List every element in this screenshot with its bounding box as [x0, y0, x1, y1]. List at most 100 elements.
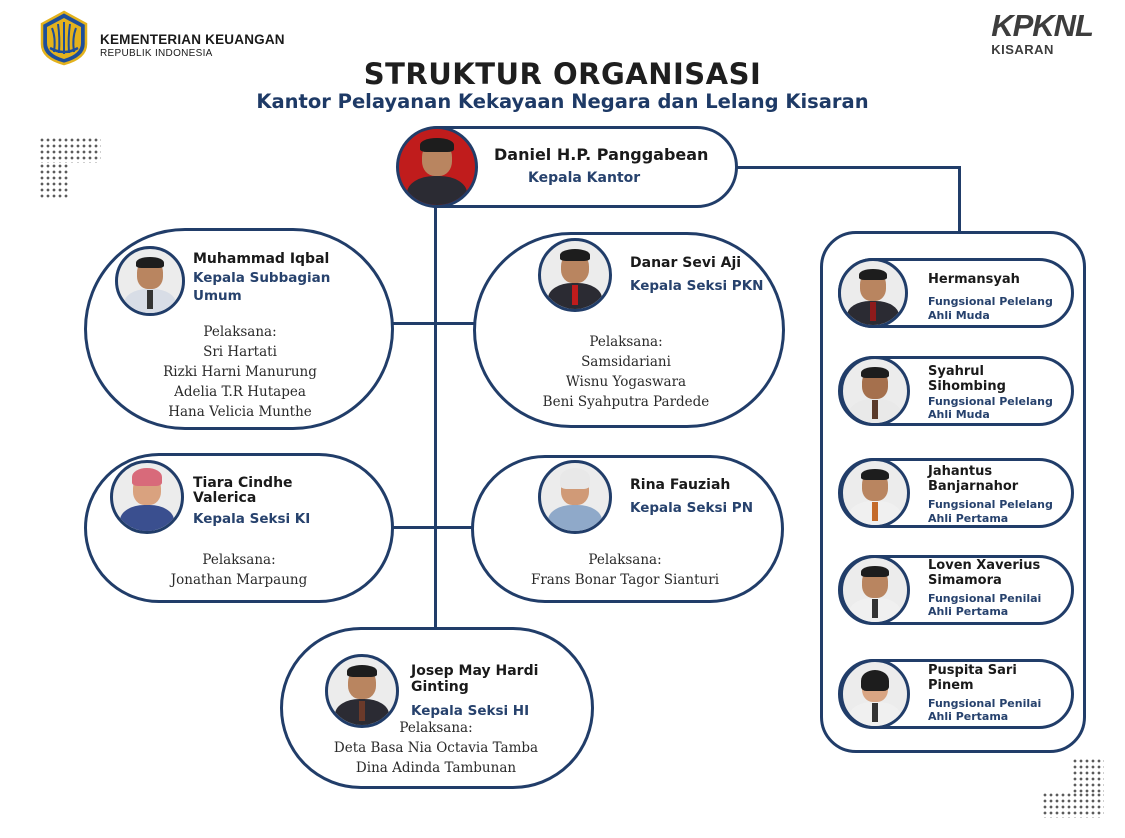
- unit-name-hi-2: Ginting: [411, 679, 469, 695]
- unit-photo-umum-hair: [135, 256, 165, 269]
- staff-item: Jonathan Marpaung: [170, 572, 308, 588]
- unit-role-umum-2: Umum: [193, 288, 242, 304]
- staff-item: Sri Hartati: [203, 344, 277, 360]
- connector-branch-2: [391, 526, 477, 529]
- kpknl-logo-sub: KISARAN: [991, 42, 1054, 57]
- ministry-name: KEMENTERIAN KEUANGAN REPUBLIK INDONESIA: [100, 32, 285, 59]
- dot-pattern-bottom-right-2: [1042, 792, 1104, 818]
- staff-list-pkn: Pelaksana: Samsidariani Wisnu Yogaswara …: [506, 332, 746, 412]
- functional-name: Puspita Sari: [928, 663, 1017, 678]
- functional-photo-hair: [860, 366, 890, 379]
- unit-photo-umum-tie: [147, 289, 153, 310]
- unit-name-ki-1: Tiara Cindhe: [193, 475, 293, 491]
- functional-photo-hair: [860, 669, 890, 692]
- connector-branch-1: [391, 322, 477, 325]
- unit-role-ki: Kepala Seksi KI: [193, 511, 311, 527]
- functional-name: Syahrul: [928, 364, 984, 379]
- functional-photo: [838, 258, 908, 328]
- functional-role: Fungsional Penilai: [928, 592, 1042, 605]
- ministry-line-1: KEMENTERIAN KEUANGAN: [100, 32, 285, 47]
- functional-name: Sihombing: [928, 379, 1006, 394]
- dot-pattern-top-left: [39, 137, 101, 163]
- staff-item: Deta Basa Nia Octavia Tamba: [333, 740, 539, 756]
- unit-photo-hi-tie: [359, 700, 365, 721]
- functional-photo: [840, 659, 910, 729]
- unit-photo-hi: [325, 654, 399, 728]
- unit-card-pkn: [473, 232, 785, 428]
- ministry-line-2: REPUBLIK INDONESIA: [100, 47, 213, 59]
- unit-name-pn: Rina Fauziah: [630, 477, 731, 493]
- staff-item: Dina Adinda Tambunan: [355, 760, 517, 776]
- staff-label: Pelaksana:: [589, 334, 663, 350]
- head-photo-hair: [420, 138, 454, 152]
- staff-list-hi: Pelaksana: Deta Basa Nia Octavia Tamba D…: [316, 718, 556, 778]
- functional-name: Hermansyah: [928, 272, 1020, 287]
- functional-photo-tie: [872, 501, 878, 522]
- unit-name-umum: Muhammad Iqbal: [193, 251, 330, 267]
- head-role: Kepala Kantor: [528, 170, 641, 186]
- functional-photo-tie: [872, 399, 878, 420]
- functional-photo: [840, 555, 910, 625]
- unit-photo-pkn-hair: [560, 249, 590, 262]
- kpknl-logo-text: KPKNL: [991, 8, 1094, 43]
- connector-right-h: [735, 166, 961, 169]
- staff-list-umum: Pelaksana: Sri Hartati Rizki Harni Manur…: [120, 322, 360, 422]
- functional-role: Fungsional Penilai: [928, 697, 1042, 710]
- functional-grade: Ahli Pertama: [928, 512, 1009, 525]
- unit-role-hi: Kepala Seksi HI: [411, 703, 530, 719]
- ministry-emblem-icon: [36, 10, 92, 66]
- unit-name-ki-2: Valerica: [193, 490, 257, 506]
- staff-item: Samsidariani: [581, 354, 671, 370]
- head-photo: [396, 126, 478, 208]
- functional-grade: Ahli Muda: [928, 309, 990, 322]
- head-photo-body: [406, 176, 468, 205]
- page-title: STRUKTUR ORGANISASI: [363, 57, 762, 91]
- staff-item: Frans Bonar Tagor Sianturi: [530, 572, 720, 588]
- functional-name: Loven Xaverius: [928, 558, 1041, 573]
- functional-role: Fungsional Pelelang: [928, 395, 1053, 408]
- unit-photo-pkn: [538, 238, 612, 312]
- connector-trunk: [434, 200, 437, 628]
- unit-name-pkn: Danar Sevi Aji: [630, 255, 742, 271]
- functional-name: Simamora: [928, 573, 1002, 588]
- unit-photo-pn: [538, 460, 612, 534]
- staff-list-pn: Pelaksana: Frans Bonar Tagor Sianturi: [495, 550, 755, 590]
- functional-grade: Ahli Pertama: [928, 605, 1009, 618]
- unit-name-hi-1: Josep May Hardi: [411, 663, 539, 679]
- functional-name: Pinem: [928, 678, 974, 693]
- functional-role: Fungsional Pelelang: [928, 498, 1053, 511]
- staff-item: Adelia T.R Hutapea: [174, 384, 306, 400]
- unit-card-pn: [471, 455, 784, 603]
- unit-photo-pn-hair: [560, 468, 590, 489]
- unit-photo-ki-body: [119, 505, 175, 531]
- functional-photo-tie: [872, 598, 878, 619]
- page-subtitle: Kantor Pelayanan Kekayaan Negara dan Lel…: [256, 90, 869, 113]
- staff-item: Hana Velicia Munthe: [168, 404, 312, 420]
- unit-photo-hi-hair: [347, 665, 377, 678]
- unit-role-umum-1: Kepala Subbagian: [193, 270, 331, 286]
- unit-photo-ki-hair: [132, 468, 162, 487]
- functional-photo-hair: [858, 268, 888, 281]
- functional-name: Banjarnahor: [928, 479, 1019, 494]
- functional-photo-tie: [870, 301, 876, 322]
- dot-pattern-top-left-2: [39, 163, 70, 199]
- functional-photo-hair: [860, 565, 890, 578]
- kpknl-logo: KPKNL KISARAN: [991, 8, 1094, 57]
- staff-item: Beni Syahputra Pardede: [542, 394, 710, 410]
- connector-right-v: [958, 166, 961, 233]
- head-name: Daniel H.P. Panggabean: [494, 145, 709, 164]
- staff-label: Pelaksana:: [588, 552, 662, 568]
- staff-label: Pelaksana:: [203, 324, 277, 340]
- functional-photo-hair: [860, 468, 890, 481]
- unit-photo-pn-body: [547, 505, 603, 531]
- staff-item: Rizki Harni Manurung: [163, 364, 317, 380]
- unit-role-pkn: Kepala Seksi PKN: [630, 278, 764, 294]
- functional-photo-tie: [872, 702, 878, 723]
- unit-photo-ki: [110, 460, 184, 534]
- staff-label: Pelaksana:: [399, 720, 473, 736]
- staff-list-ki: Pelaksana: Jonathan Marpaung: [119, 550, 359, 590]
- staff-item: Wisnu Yogaswara: [565, 374, 687, 390]
- unit-role-pn: Kepala Seksi PN: [630, 500, 754, 516]
- functional-grade: Ahli Muda: [928, 408, 990, 421]
- functional-role: Fungsional Pelelang: [928, 295, 1053, 308]
